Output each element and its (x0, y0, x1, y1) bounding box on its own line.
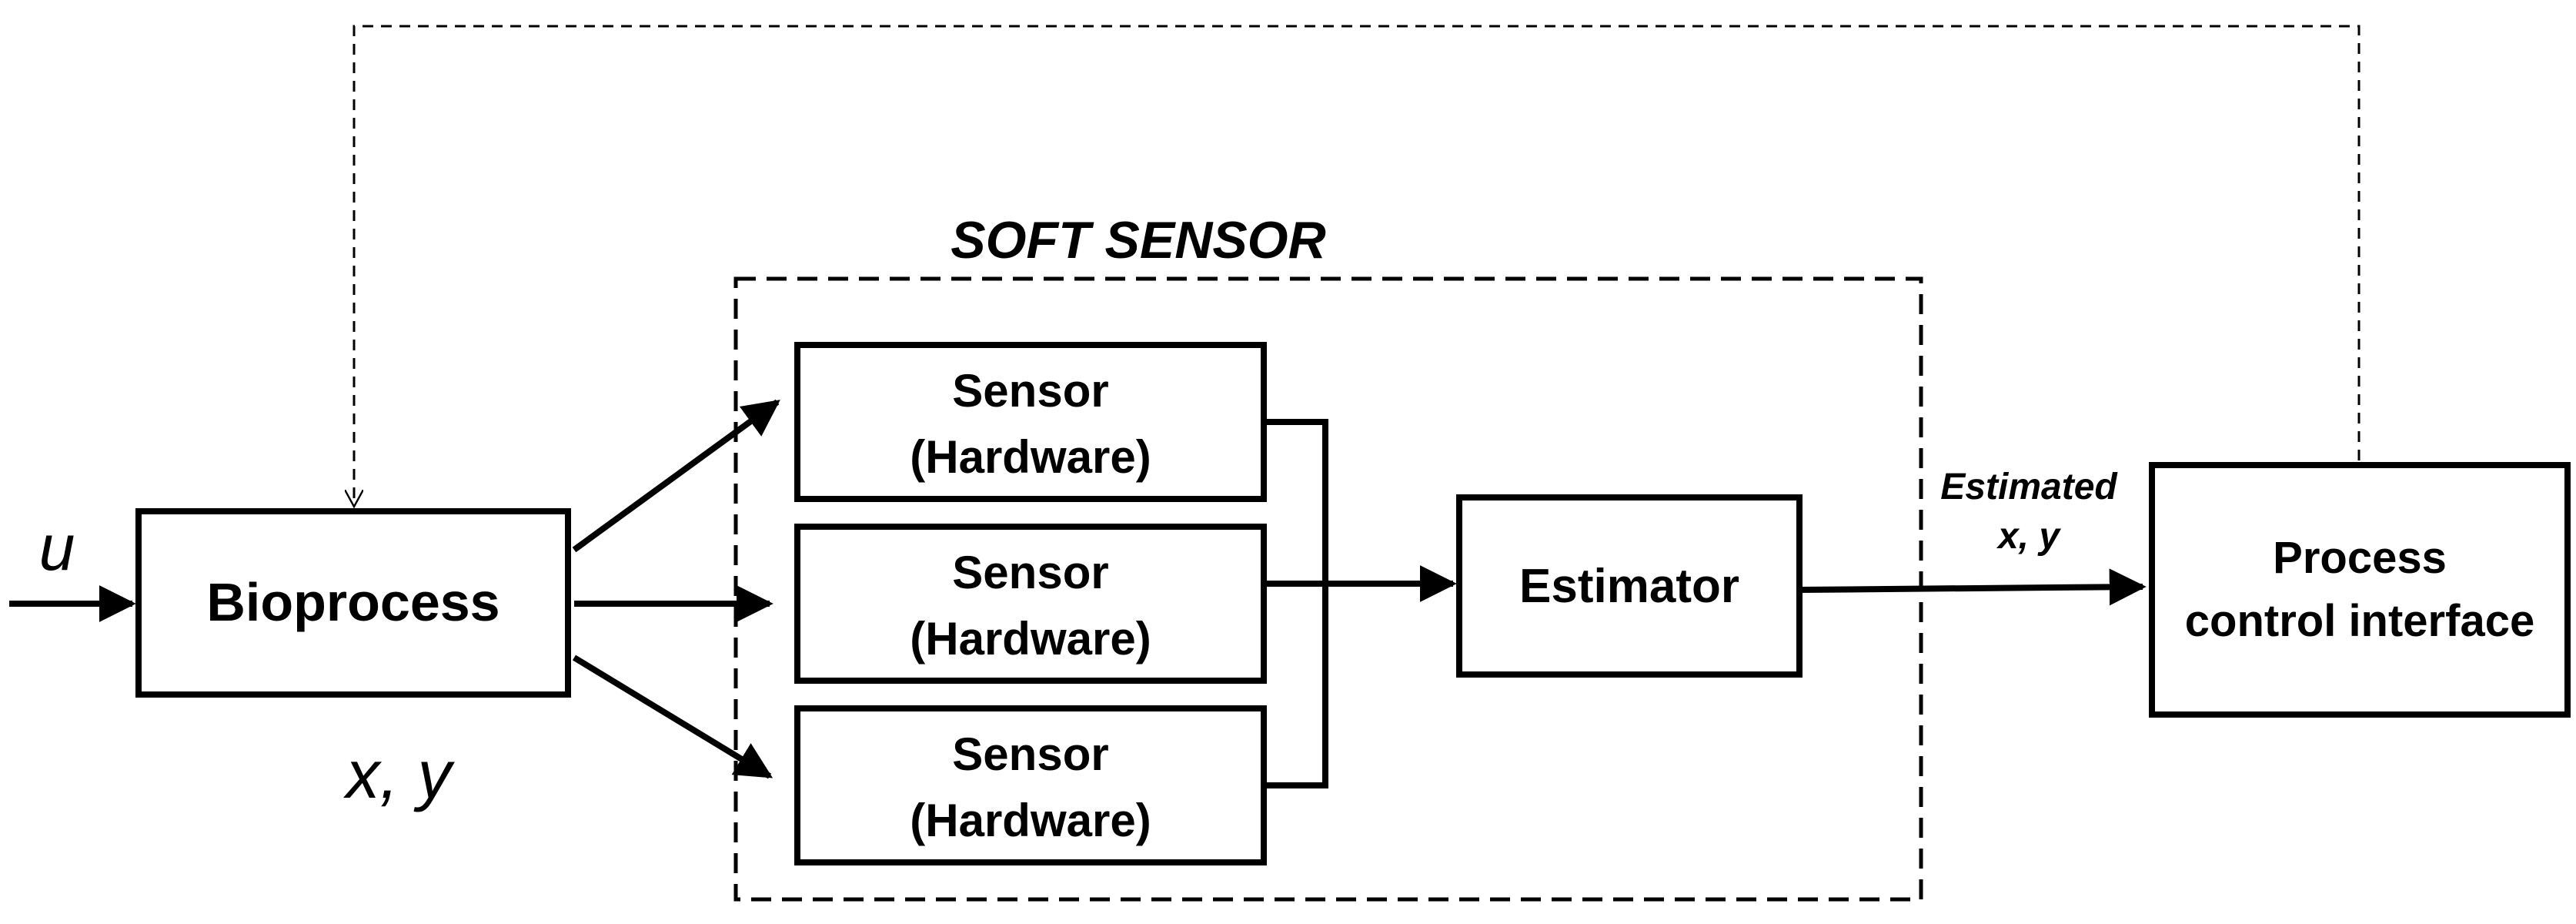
sensor-2-line2: (Hardware) (910, 613, 1151, 665)
estimator-label: Estimator (1519, 560, 1739, 613)
arrow-to-process-control (1799, 568, 2147, 606)
sensor-1-line2: (Hardware) (910, 431, 1151, 483)
arrow-to-sensor-3 (572, 654, 773, 779)
process-control-block[interactable]: Process control interface (2149, 462, 2571, 718)
estimated-label-line2: x, y (1996, 516, 2061, 557)
bioprocess-block[interactable]: Bioprocess (135, 508, 571, 698)
sensor-bus (1264, 419, 1328, 788)
sensor-3-line1: Sensor (952, 728, 1108, 780)
input-label-u: u (39, 511, 75, 584)
soft-sensor-title: SOFT SENSOR (951, 211, 1325, 270)
sensor-block-3[interactable]: Sensor (Hardware) (794, 705, 1267, 865)
sensor-block-1[interactable]: Sensor (Hardware) (794, 342, 1267, 502)
bioprocess-label: Bioprocess (206, 572, 499, 632)
process-control-line2: control interface (2185, 596, 2534, 646)
sensor-block-2[interactable]: Sensor (Hardware) (794, 524, 1267, 684)
estimator-block[interactable]: Estimator (1456, 494, 1803, 678)
estimated-label-line1: Estimated (1940, 467, 2118, 507)
state-label-xy: x, y (343, 736, 456, 812)
sensor-2-line1: Sensor (952, 547, 1108, 598)
sensor-1-line1: Sensor (952, 365, 1108, 417)
arrow-to-sensor-1 (572, 399, 780, 553)
feedback-line (354, 25, 2360, 507)
process-control-line1: Process (2273, 533, 2447, 583)
sensor-3-line2: (Hardware) (910, 795, 1151, 846)
